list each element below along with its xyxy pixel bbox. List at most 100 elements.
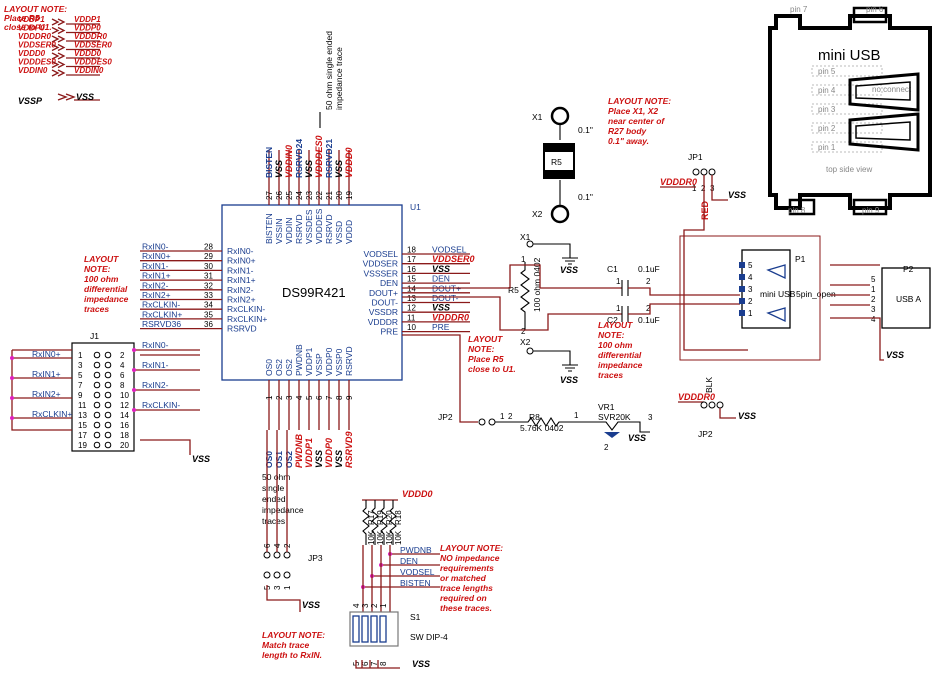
resistor-bank-net: VDDD0 xyxy=(402,489,433,499)
j1-pin[interactable] xyxy=(104,381,112,389)
c1-pin1: 1 xyxy=(616,277,621,286)
r8-pin1: 1 xyxy=(574,411,579,420)
s1-net: PWDNB xyxy=(400,545,432,555)
j1-left-net: RxIN0+ xyxy=(32,349,61,359)
p1-ref: P1 xyxy=(795,254,806,264)
j1-pin[interactable] xyxy=(104,431,112,439)
r8-resistor[interactable] xyxy=(495,416,590,428)
jp3-pin[interactable] xyxy=(263,551,271,559)
jp2-left-pin2[interactable] xyxy=(488,418,496,426)
u1-right-pin: VODSEL xyxy=(364,249,399,259)
vr1-pot[interactable] xyxy=(590,421,650,433)
x1-pad[interactable] xyxy=(550,106,570,126)
u1-bottom-num: 8 xyxy=(335,395,344,400)
u1-left-net: RxIN1+ xyxy=(142,271,171,281)
jp1-vss: VSS xyxy=(728,190,746,200)
vssp-arrow xyxy=(57,93,76,101)
p1-pad[interactable] xyxy=(739,286,745,292)
u1-left-net: RxIN2+ xyxy=(142,290,171,300)
jp2-pin2[interactable] xyxy=(708,401,716,409)
j1-pin[interactable] xyxy=(93,381,101,389)
p1-pad[interactable] xyxy=(739,310,745,316)
jp3-pin[interactable] xyxy=(273,571,281,579)
j1-pin[interactable] xyxy=(93,431,101,439)
r5-resistor[interactable] xyxy=(520,262,530,330)
jp1-header[interactable]: JP1 1 2 3 VDDDR0 VSS RED xyxy=(660,152,748,351)
jp2-left-pin1[interactable] xyxy=(478,418,486,426)
u1-top-net: RSRVD21 xyxy=(324,139,334,178)
j1-pin[interactable] xyxy=(93,401,101,409)
jp1-pin3[interactable] xyxy=(708,168,716,176)
j1-left-num: 3 xyxy=(78,361,83,370)
r5-outline-top xyxy=(544,144,574,152)
p1-pad[interactable] xyxy=(739,274,745,280)
j1-pin[interactable] xyxy=(93,411,101,419)
j1-pin[interactable] xyxy=(104,441,112,449)
jp3-pin[interactable] xyxy=(283,551,291,559)
x1-pin[interactable] xyxy=(526,240,534,248)
c1-ref: C1 xyxy=(607,264,618,274)
j1-pin[interactable] xyxy=(93,441,101,449)
p2-num: 3 xyxy=(871,305,876,314)
p1-pad[interactable] xyxy=(739,298,745,304)
jp3-pin[interactable] xyxy=(273,551,281,559)
s1-toggle[interactable] xyxy=(379,615,387,643)
j1-pin[interactable] xyxy=(104,391,112,399)
j1-body[interactable] xyxy=(71,342,135,452)
j1-pin[interactable] xyxy=(104,411,112,419)
pullup-resistor[interactable] xyxy=(362,500,370,545)
j1-pin[interactable] xyxy=(93,421,101,429)
nx-3: near center of xyxy=(608,116,665,126)
x2-pad[interactable] xyxy=(550,204,570,224)
j1-pin[interactable] xyxy=(104,421,112,429)
j1-pin[interactable] xyxy=(93,391,101,399)
vr1-pin3: 3 xyxy=(648,413,653,422)
j1-pin[interactable] xyxy=(104,371,112,379)
s1-toggle[interactable] xyxy=(370,615,378,643)
jp3-pin[interactable] xyxy=(283,571,291,579)
j1-pin[interactable] xyxy=(104,401,112,409)
jp3-num: 4 xyxy=(273,543,282,548)
jp1-pin1[interactable] xyxy=(692,168,700,176)
c1-out-wire xyxy=(628,287,740,296)
pullup-resistor[interactable] xyxy=(380,500,388,545)
jp3-pin[interactable] xyxy=(263,571,271,579)
u1-bottom-num: 1 xyxy=(265,395,274,400)
mini-usb-pin-tl: pin 7 xyxy=(790,5,808,14)
jp2-pin1[interactable] xyxy=(700,401,708,409)
power-arrow xyxy=(51,69,66,77)
j1-pin[interactable] xyxy=(93,371,101,379)
pullup-resistor[interactable] xyxy=(371,500,379,545)
j1-pin[interactable] xyxy=(93,351,101,359)
jp1-pin2[interactable] xyxy=(700,168,708,176)
u1-right-pin: VSSSER xyxy=(364,268,399,278)
jp2-r8-vr1[interactable]: JP2 1 2 R8 5.76K 0402 1 VR1 SVR20K 3 2 V… xyxy=(402,334,756,452)
u1-left-pin: RxIN0- xyxy=(227,246,254,256)
u1-right-num: 10 xyxy=(407,323,416,332)
pullup-resistor[interactable] xyxy=(389,500,397,545)
j1-pin[interactable] xyxy=(93,361,101,369)
s1-body[interactable] xyxy=(349,611,399,647)
x-test-points[interactable]: X1 0.1" R5 0.1" X2 xyxy=(532,106,593,224)
j1-pin[interactable] xyxy=(104,351,112,359)
u1-bottom-pin: OS0 xyxy=(264,359,274,376)
s1-toggle[interactable] xyxy=(352,615,360,643)
u1-left-num: 32 xyxy=(204,281,213,290)
j1-net-labels: RxIN0+RxIN1+RxIN2+RxCLKIN+RxIN0-RxIN1-Rx… xyxy=(10,340,200,420)
jp2-pin3[interactable] xyxy=(716,401,724,409)
p1-pad[interactable] xyxy=(739,262,745,268)
u1-top-pin: VDDDES xyxy=(314,208,324,244)
j1-pin[interactable] xyxy=(104,361,112,369)
s1-toggle[interactable] xyxy=(361,615,369,643)
x2-pin[interactable] xyxy=(526,347,534,355)
p2-body[interactable] xyxy=(881,267,931,329)
